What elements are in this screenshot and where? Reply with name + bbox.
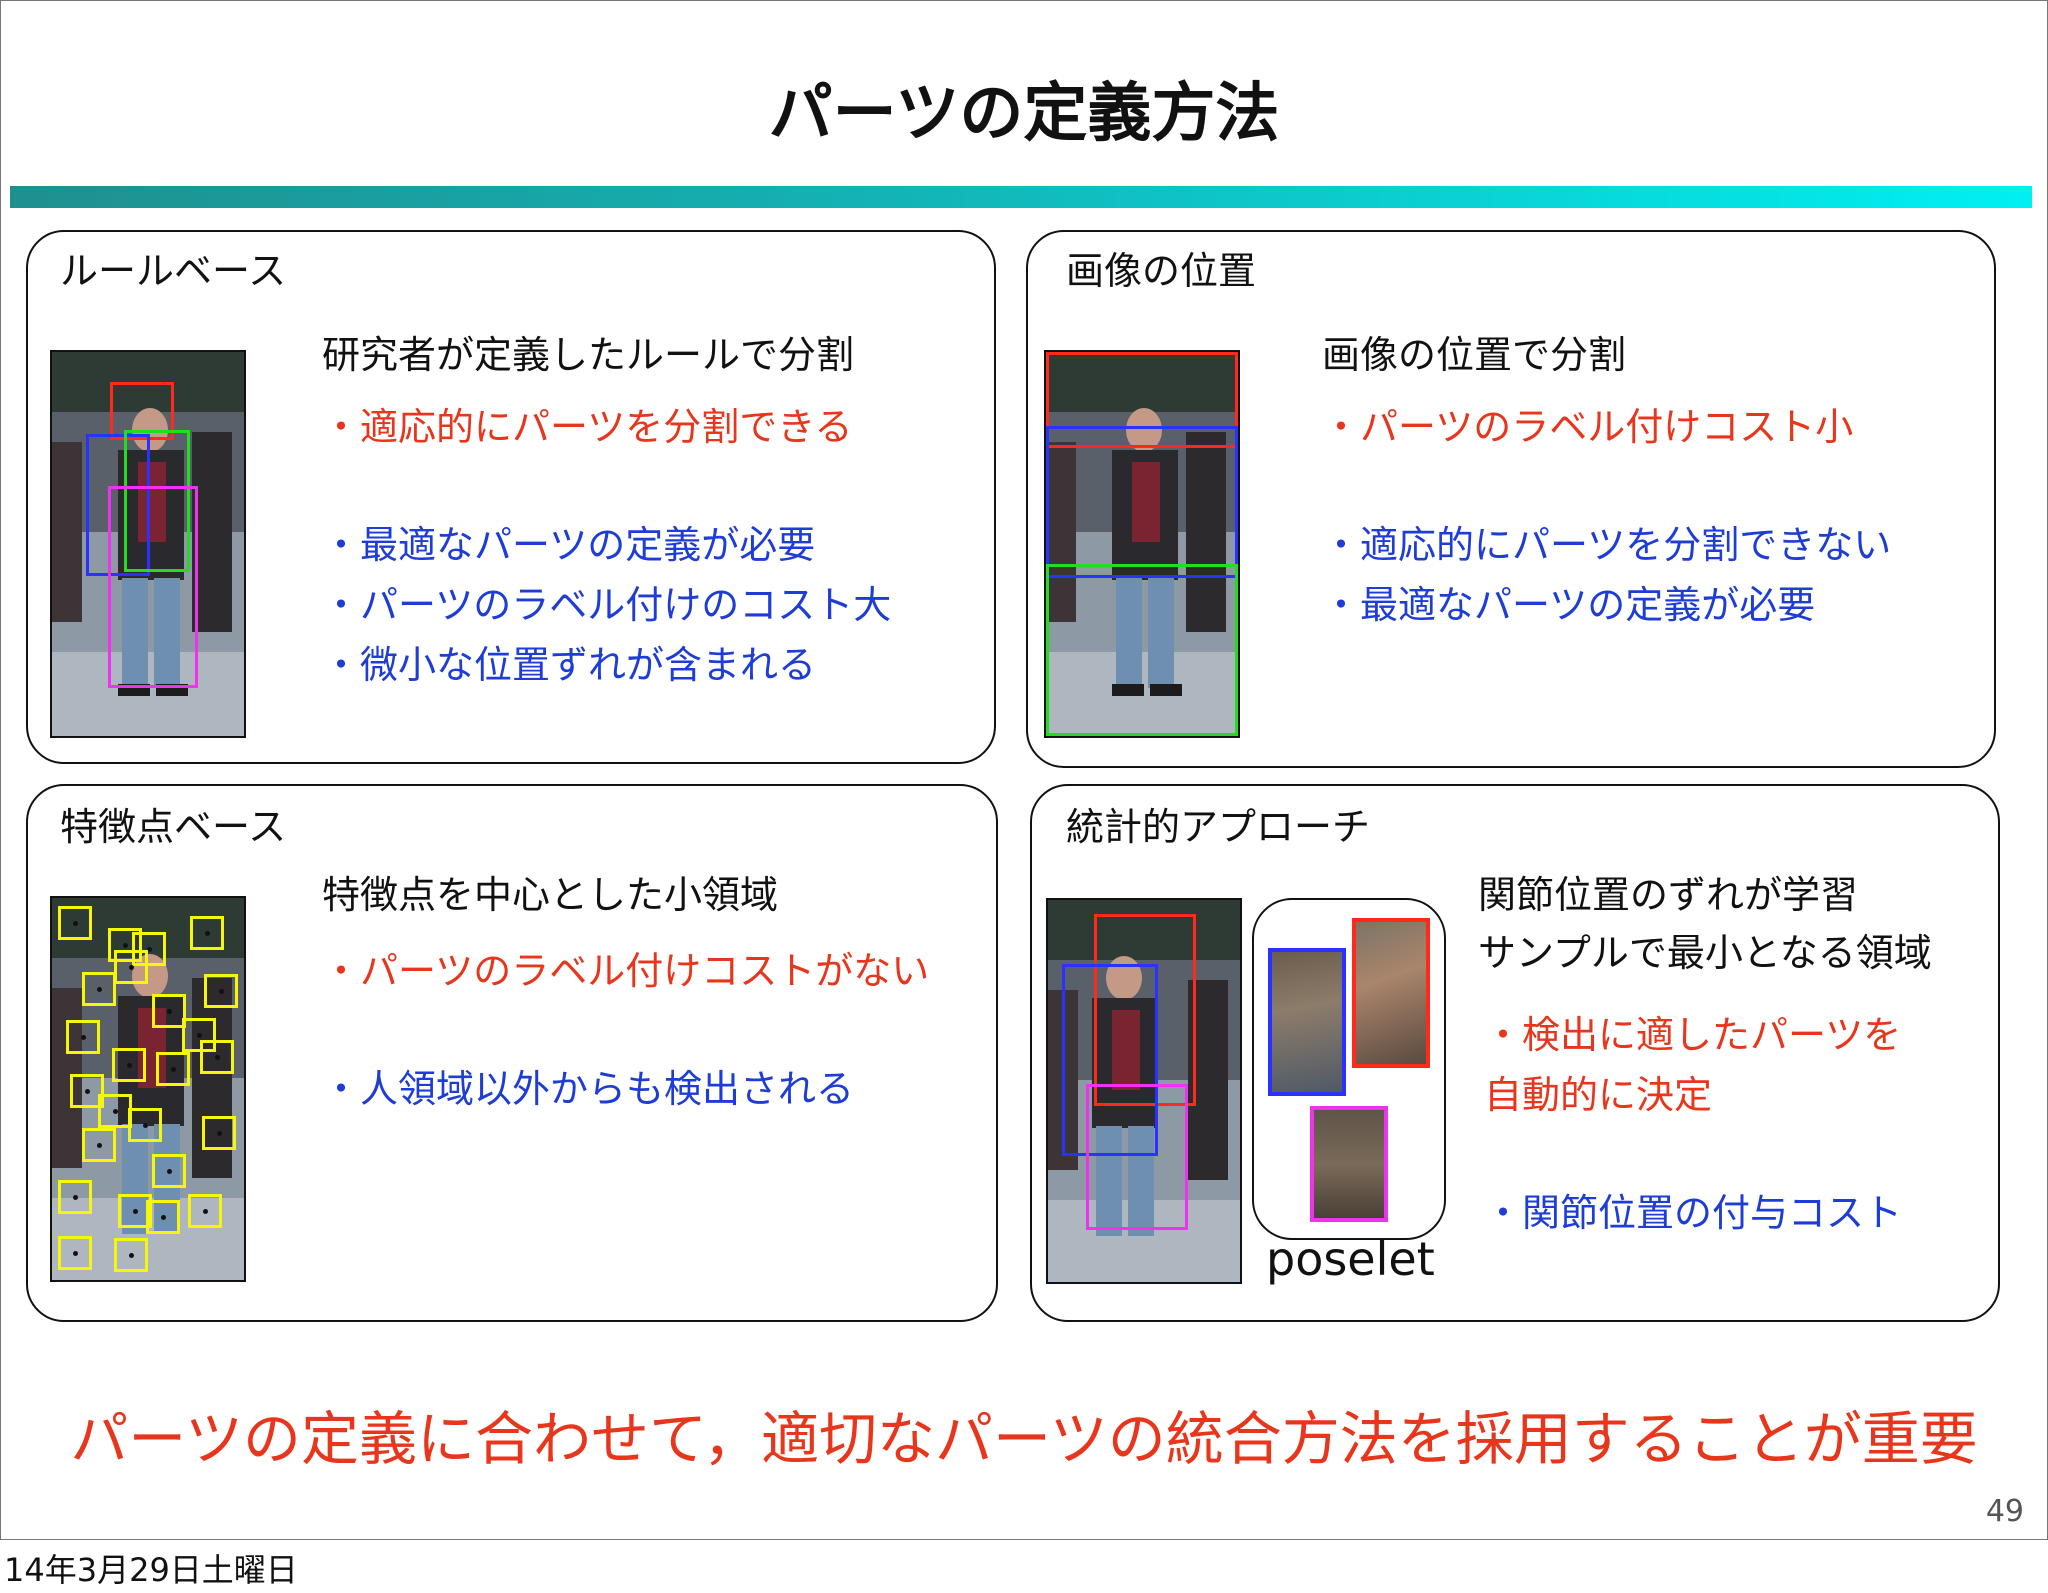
learned-box-blue xyxy=(1062,964,1158,1156)
feature-point-box xyxy=(128,1108,162,1142)
poselet-crop-magenta xyxy=(1310,1106,1388,1222)
part-box-magenta xyxy=(108,486,198,688)
part-box-green xyxy=(124,430,190,572)
stat-heading-1: 関節位置のずれが学習 xyxy=(1478,873,1859,917)
position-line-1: ・パーツのラベル付けコスト小 xyxy=(1322,405,1854,449)
feature-point-box xyxy=(82,972,116,1006)
rule-line-1: ・適応的にパーツを分割できる xyxy=(322,405,853,449)
pedestrian-photo-feature xyxy=(50,896,246,1282)
feature-point-box xyxy=(200,1040,234,1074)
pedestrian-image xyxy=(1048,900,1240,1282)
pedestrian-photo-position xyxy=(1044,350,1240,738)
poselet-label: poselet xyxy=(1266,1232,1435,1286)
panel-rule-label: ルールベース xyxy=(60,249,287,293)
feature-point-box xyxy=(202,1116,236,1150)
stat-line-3: ・関節位置の付与コスト xyxy=(1484,1191,1903,1235)
feature-point-box xyxy=(152,1154,186,1188)
learned-box-red xyxy=(1094,914,1196,1106)
pedestrian-photo-rule xyxy=(50,350,246,738)
stat-heading-2: サンプルで最小となる領域 xyxy=(1478,931,1932,975)
feature-point-box xyxy=(152,994,186,1028)
feature-point-box xyxy=(98,1094,132,1128)
feature-point-box xyxy=(188,1194,222,1228)
position-line-2: ・適応的にパーツを分割できない xyxy=(1322,523,1892,567)
feature-point-box xyxy=(146,1200,180,1234)
panel-feature-label: 特徴点ベース xyxy=(60,805,287,849)
rule-line-3: ・パーツのラベル付けのコスト大 xyxy=(322,583,892,627)
conclusion-text: パーツの定義に合わせて，適切なパーツの統合方法を採用することが重要 xyxy=(70,1405,1978,1473)
part-box-red xyxy=(110,382,174,440)
poselet-crop-blue xyxy=(1268,948,1346,1096)
rule-line-2: ・最適なパーツの定義が必要 xyxy=(322,523,816,567)
feature-point-box xyxy=(118,1194,152,1228)
feature-line-1: ・パーツのラベル付けコストがない xyxy=(322,949,930,993)
part-box-blue xyxy=(86,434,150,576)
feature-point-box xyxy=(70,1074,104,1108)
feature-point-box xyxy=(66,1020,100,1054)
region-box-green xyxy=(1046,564,1238,736)
region-box-blue xyxy=(1046,426,1238,578)
feature-point-box xyxy=(58,1236,92,1270)
feature-point-box xyxy=(112,1048,146,1082)
stat-line-2: 自動的に決定 xyxy=(1484,1073,1713,1117)
poselet-crop-red xyxy=(1352,918,1430,1068)
pedestrian-photo-stat xyxy=(1046,898,1242,1284)
feature-point-box xyxy=(114,950,148,984)
feature-line-2: ・人領域以外からも検出される xyxy=(322,1067,855,1111)
page-number: 49 xyxy=(1985,1494,2024,1529)
rule-line-4: ・微小な位置ずれが含まれる xyxy=(322,643,817,687)
feature-point-box xyxy=(190,916,224,950)
feature-point-box xyxy=(58,1180,92,1214)
feature-heading: 特徴点を中心とした小領域 xyxy=(322,873,779,917)
feature-point-box xyxy=(58,906,92,940)
panel-stat-label: 統計的アプローチ xyxy=(1066,805,1371,849)
learned-box-magenta xyxy=(1086,1084,1188,1230)
region-box-red xyxy=(1046,352,1238,448)
date-stamp: 14年3月29日土曜日 xyxy=(4,1551,298,1589)
feature-point-box xyxy=(114,1238,148,1272)
feature-point-box xyxy=(132,932,166,966)
feature-point-box xyxy=(182,1018,216,1052)
feature-point-box xyxy=(156,1052,190,1086)
stat-line-1: ・検出に適したパーツを xyxy=(1484,1013,1902,1057)
feature-point-box xyxy=(108,928,142,962)
title-underline-bar xyxy=(10,186,2032,208)
rule-heading: 研究者が定義したルールで分割 xyxy=(322,333,855,377)
pedestrian-image xyxy=(1046,352,1238,736)
feature-point-box xyxy=(82,1128,116,1162)
slide-title: パーツの定義方法 xyxy=(768,77,1280,151)
position-heading: 画像の位置で分割 xyxy=(1322,333,1627,377)
poselet-examples-box xyxy=(1252,898,1446,1240)
feature-point-box xyxy=(204,974,238,1008)
panel-position-label: 画像の位置 xyxy=(1066,249,1257,293)
position-line-3: ・最適なパーツの定義が必要 xyxy=(1322,583,1816,627)
